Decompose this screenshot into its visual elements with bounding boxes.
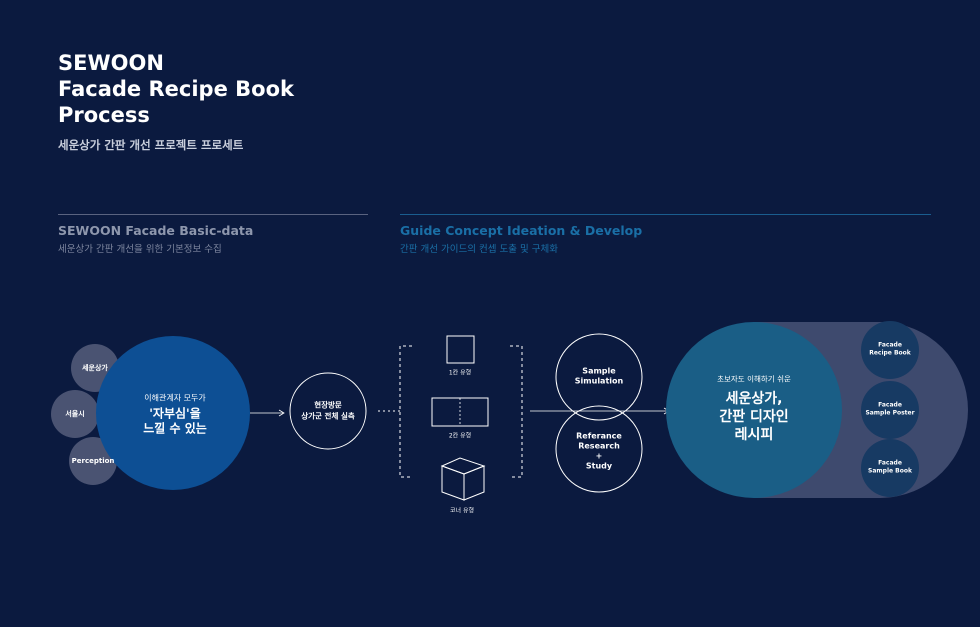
section-1-divider — [58, 214, 368, 215]
page-title: SEWOON Facade Recipe Book Process — [58, 50, 294, 128]
arrow-head-visit — [278, 409, 285, 417]
title-line-1: SEWOON — [58, 51, 164, 75]
circle-output-book — [861, 439, 919, 497]
circle-simulation — [555, 333, 643, 421]
title-line-2: Facade Recipe Book — [58, 77, 294, 101]
label-stakeholders: 이해관계자 모두가 — [144, 393, 206, 403]
section-1-subtitle: 세운상가 간판 개선을 위한 기본정보 수집 — [58, 244, 222, 255]
page-subtitle: 세운상가 간판 개선 프로젝트 프로세트 — [58, 138, 244, 152]
label-study: Study — [585, 461, 613, 471]
label-output-3a: Facade — [878, 459, 902, 467]
circle-output-recipe — [861, 321, 919, 379]
label-pride: '자부심'을 — [149, 406, 201, 421]
circle-research — [555, 405, 643, 493]
label-result-2: 간판 디자인 — [719, 409, 789, 425]
circle-seoul — [51, 390, 99, 438]
section-2-subtitle: 간판 개선 가이드의 컨셉 도출 및 구체화 — [400, 244, 558, 255]
title-line-3: Process — [58, 103, 150, 127]
label-research: Research — [578, 441, 620, 451]
label-visit-2: 상가군 전체 실측 — [301, 411, 355, 421]
circle-output-poster — [861, 381, 919, 439]
label-type-2: 2칸 유형 — [448, 432, 472, 440]
circle-visit — [289, 372, 367, 450]
label-output-2a: Facade — [878, 401, 902, 409]
label-type-1: 1칸 유형 — [448, 369, 472, 377]
label-output-2b: Sample Poster — [865, 409, 915, 417]
label-visit-1: 현장방문 — [314, 400, 342, 410]
label-beginner: 초보자도 이해하기 쉬운 — [717, 374, 791, 384]
section-2-title: Guide Concept Ideation & Develop — [400, 223, 643, 238]
circle-result — [666, 322, 842, 498]
label-referance: Referance — [576, 431, 622, 441]
label-sample: Sample — [582, 366, 616, 376]
circle-pride — [96, 336, 250, 490]
cube-icon — [440, 457, 486, 501]
label-result-3: 레시피 — [734, 427, 774, 443]
label-feel: 느낄 수 있는 — [143, 421, 207, 436]
label-result-1: 세운상가, — [725, 391, 783, 407]
section-2-divider — [400, 214, 931, 215]
label-plus: + — [595, 451, 603, 461]
section-1-title: SEWOON Facade Basic-data — [58, 223, 254, 238]
label-sewoon: 세운상가 — [82, 364, 108, 372]
label-output-3b: Sample Book — [868, 467, 912, 475]
bracket-left — [399, 345, 412, 478]
label-output-1b: Recipe Book — [869, 349, 911, 357]
label-perception: Perception — [71, 457, 115, 465]
label-simulation: Simulation — [574, 376, 624, 386]
label-output-1a: Facade — [878, 341, 902, 349]
label-type-corner: 코너 유형 — [450, 507, 474, 515]
square-icon — [446, 335, 475, 364]
bracket-right — [510, 345, 523, 478]
label-seoul: 서울시 — [65, 410, 85, 418]
